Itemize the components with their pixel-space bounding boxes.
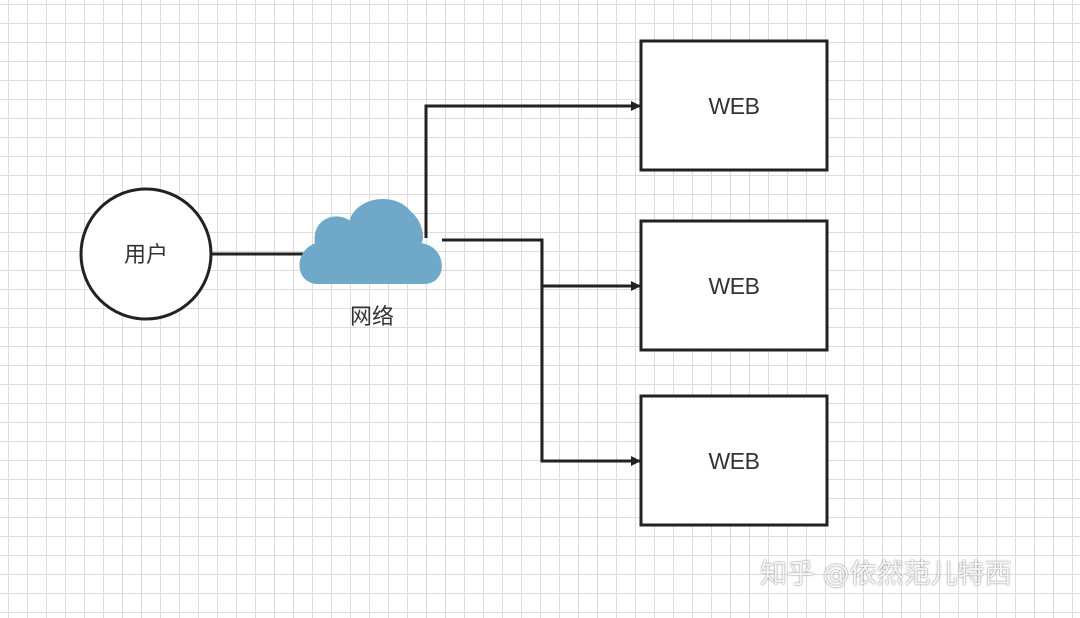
web-server-3[interactable]: WEB [639,394,829,527]
network-to-web-1-edge [424,101,641,238]
web-server-2[interactable]: WEB [639,219,829,352]
web-server-box [639,39,829,172]
web-server-label: WEB [709,273,760,299]
web-server-label: WEB [709,93,760,119]
network-to-web-2-edge [442,238,641,291]
user-label: 用户 [124,242,168,267]
network-to-web-3-edge [540,286,641,466]
user-node[interactable]: 用户 [79,187,213,321]
network-label: 网络 [350,304,394,329]
cloud-icon [299,198,442,284]
web-server-box [639,219,829,352]
watermark-text: 知乎 @依然范儿特西 [760,559,1012,590]
web-server-box [639,394,829,527]
web-server-label: WEB [709,448,760,474]
web-server-1[interactable]: WEB [639,39,829,172]
network-node[interactable]: 网络 [299,198,442,329]
